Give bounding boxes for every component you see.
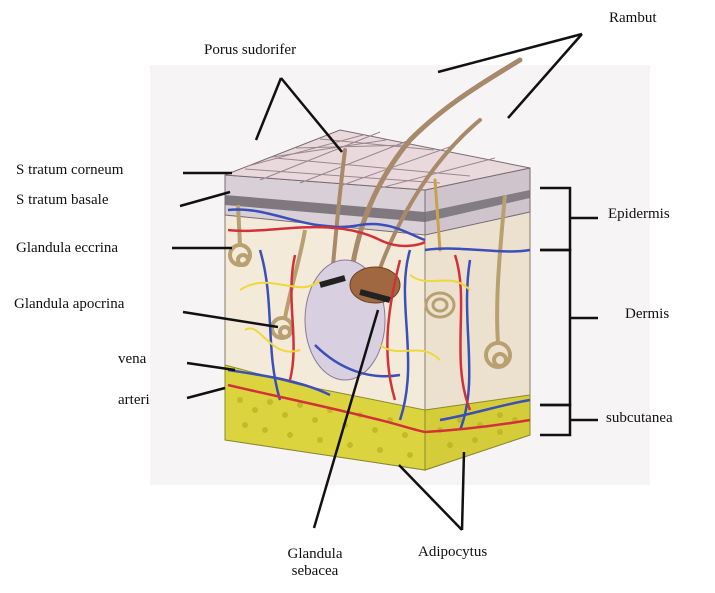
label-stratum-basale: S tratum basale <box>16 192 108 209</box>
label-subcutanea: subcutanea <box>606 410 673 427</box>
label-stratum-corneum: S tratum corneum <box>16 162 123 179</box>
label-arteri: arteri <box>118 392 150 409</box>
label-glandula-sebacea: Glandula sebacea <box>278 546 352 580</box>
label-glandula-sebacea-line1: Glandula <box>278 546 352 563</box>
label-dermis: Dermis <box>625 306 669 323</box>
label-adipocytus: Adipocytus <box>418 544 487 561</box>
label-rambut: Rambut <box>609 10 657 27</box>
label-glandula-sebacea-line2: sebacea <box>278 563 352 580</box>
label-glandula-eccrina: Glandula eccrina <box>16 240 118 257</box>
label-porus-sudorifer: Porus sudorifer <box>204 42 296 59</box>
label-vena: vena <box>118 351 146 368</box>
label-glandula-apocrina: Glandula apocrina <box>14 296 124 313</box>
label-epidermis: Epidermis <box>608 206 670 223</box>
